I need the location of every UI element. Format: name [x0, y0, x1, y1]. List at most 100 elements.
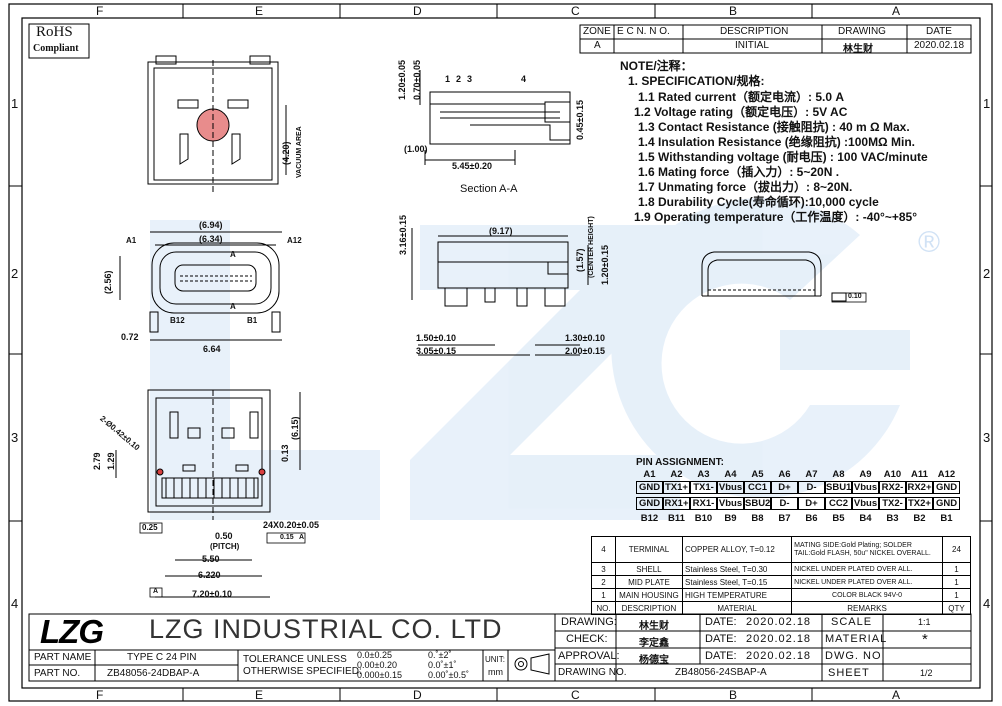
scale-label: SCALE: [831, 616, 873, 628]
rev-header-date: DATE: [926, 26, 952, 37]
dim-6-34: (6.34): [199, 234, 223, 244]
dim-6-220: 6.220: [198, 570, 221, 580]
section-a-top: A: [230, 250, 236, 259]
unit-value: mm: [488, 667, 503, 677]
datum-a: A: [153, 588, 159, 595]
dim-0-50: 0.50: [215, 531, 233, 541]
tolerance-label-2: OTHERWISE SPECIFIED:: [243, 666, 362, 677]
part-name: TYPE C 24 PIN: [127, 652, 197, 663]
rev-header-zone: ZONE: [583, 26, 611, 37]
tol-angle-3: 0.00˚±0.5˚: [428, 670, 469, 680]
spec-title: 1. SPECIFICATION/规格:: [628, 74, 765, 88]
grid-col-D-bottom: D: [413, 688, 422, 702]
profile-view: [701, 251, 847, 302]
dim-4-20: (4.20): [281, 141, 291, 165]
tol-linear-2: 0.00±0.20: [357, 660, 397, 670]
pin-b12: B12: [170, 316, 185, 325]
grid-row-2: 2: [11, 266, 19, 281]
grid-row-1-right: 1: [983, 96, 991, 111]
top-view: [147, 55, 287, 192]
tol-linear-1: 0.0±0.25: [357, 650, 392, 660]
dim-5-50: 5.50: [202, 554, 220, 564]
date-label-3: DATE:: [705, 650, 737, 662]
sheet-label: SHEET: [828, 667, 870, 679]
grid-col-C-bottom: C: [571, 688, 580, 702]
material-label: MATERIAL: [825, 633, 888, 645]
date-check: 2020.02.18: [746, 633, 812, 645]
dim-7-20: 7.20±0.10: [192, 589, 232, 599]
vacuum-area-label: VACUUM AREA: [296, 126, 303, 178]
date-label-2: DATE:: [705, 633, 737, 645]
part-name-label: PART NAME: [34, 652, 92, 663]
grid-col-F: F: [96, 4, 104, 18]
pin-a12: A12: [287, 236, 302, 245]
dim-24x: 24X0.20±0.05: [263, 520, 319, 530]
part-no-label: PART NO.: [34, 668, 81, 679]
drawing-no-label: DRAWING NO.: [558, 667, 627, 678]
dim-1-20b: 1.20±0.15: [600, 245, 610, 285]
side-view: [411, 228, 589, 356]
flatness-value: 0.10: [848, 293, 862, 300]
grid-col-E-bottom: E: [255, 688, 264, 702]
dim-6-94: (6.94): [199, 220, 223, 230]
rev-date: 2020.02.18: [914, 40, 965, 51]
rev-header-desc: DESCRIPTION: [720, 26, 789, 37]
notes-title: NOTE/注释：: [620, 59, 693, 73]
pin-b1: B1: [247, 316, 258, 325]
grid-row-2-right: 2: [983, 266, 991, 281]
revision-grid: [579, 24, 972, 54]
registered-mark: ®: [918, 226, 941, 259]
position-tol-ref: A: [299, 534, 305, 541]
grid-col-E: E: [255, 4, 264, 18]
position-tol: 0.15: [280, 534, 294, 541]
dim-1-20: 1.20±0.05: [397, 60, 407, 100]
dim-1-00: (1.00): [404, 144, 428, 154]
part-no: ZB48056-24DBAP-A: [107, 668, 200, 679]
tol-angle-1: 0.˚±2˚: [428, 650, 452, 660]
dim-6-15: (6.15): [290, 416, 300, 440]
dim-1-30: 1.30±0.10: [565, 333, 605, 343]
grid-col-F-bottom: F: [96, 688, 104, 702]
spec-item: 1.6 Mating force（插入力）: 5~20N .: [638, 165, 840, 179]
pin-a1: A1: [126, 236, 137, 245]
dwg-no-label: DWG. NO.: [825, 650, 886, 662]
dim-1-57: (1.57): [575, 248, 585, 272]
dim-2-79: 2.79: [92, 452, 102, 470]
callout-3: 3: [467, 74, 473, 84]
scale-value: 1:1: [918, 617, 931, 627]
table-row: 4 TERMINAL COPPER ALLOY, T=0.12 MATING S…: [591, 536, 972, 563]
rohs-compliant: Compliant: [33, 43, 79, 54]
center-height: (CENTER HEIGHT): [588, 216, 595, 278]
grid-row-4-right: 4: [983, 596, 991, 611]
grid-col-D: D: [413, 4, 422, 18]
check-by: 李定鑫: [639, 638, 669, 649]
rev-header-ecn: E C N. N O.: [617, 26, 670, 37]
rev-drawer: 林生财: [843, 44, 873, 55]
grid-col-B: B: [729, 4, 738, 18]
grid-col-B-bottom: B: [729, 688, 738, 702]
dim-0-70: 0.70±0.05: [412, 60, 422, 100]
spec-item: 1.3 Contact Resistance (接触阻抗) : 40 m Ω M…: [638, 120, 910, 134]
callout-1: 1: [445, 74, 451, 84]
dim-2-56: (2.56): [103, 270, 113, 294]
dim-9-17: (9.17): [489, 226, 513, 236]
rev-desc: INITIAL: [735, 40, 769, 51]
title-block-grid: [28, 613, 972, 682]
unit-label: UNIT:: [485, 655, 505, 664]
dim-1-50: 1.50±0.10: [416, 333, 456, 343]
tolerance-label: TOLERANCE UNLESS: [243, 654, 347, 665]
tol-linear-3: 0.000±0.15: [357, 670, 402, 680]
dim-0-13: 0.13: [280, 444, 290, 462]
grid-row-3-right: 3: [983, 430, 991, 445]
dim-0-45: 0.45±0.15: [575, 100, 585, 140]
grid-col-A: A: [892, 4, 901, 18]
dim-3-05: 3.05±0.15: [416, 346, 456, 356]
front-view: [119, 231, 282, 341]
grid-row-1: 1: [11, 96, 19, 111]
footprint-view: [115, 389, 301, 598]
